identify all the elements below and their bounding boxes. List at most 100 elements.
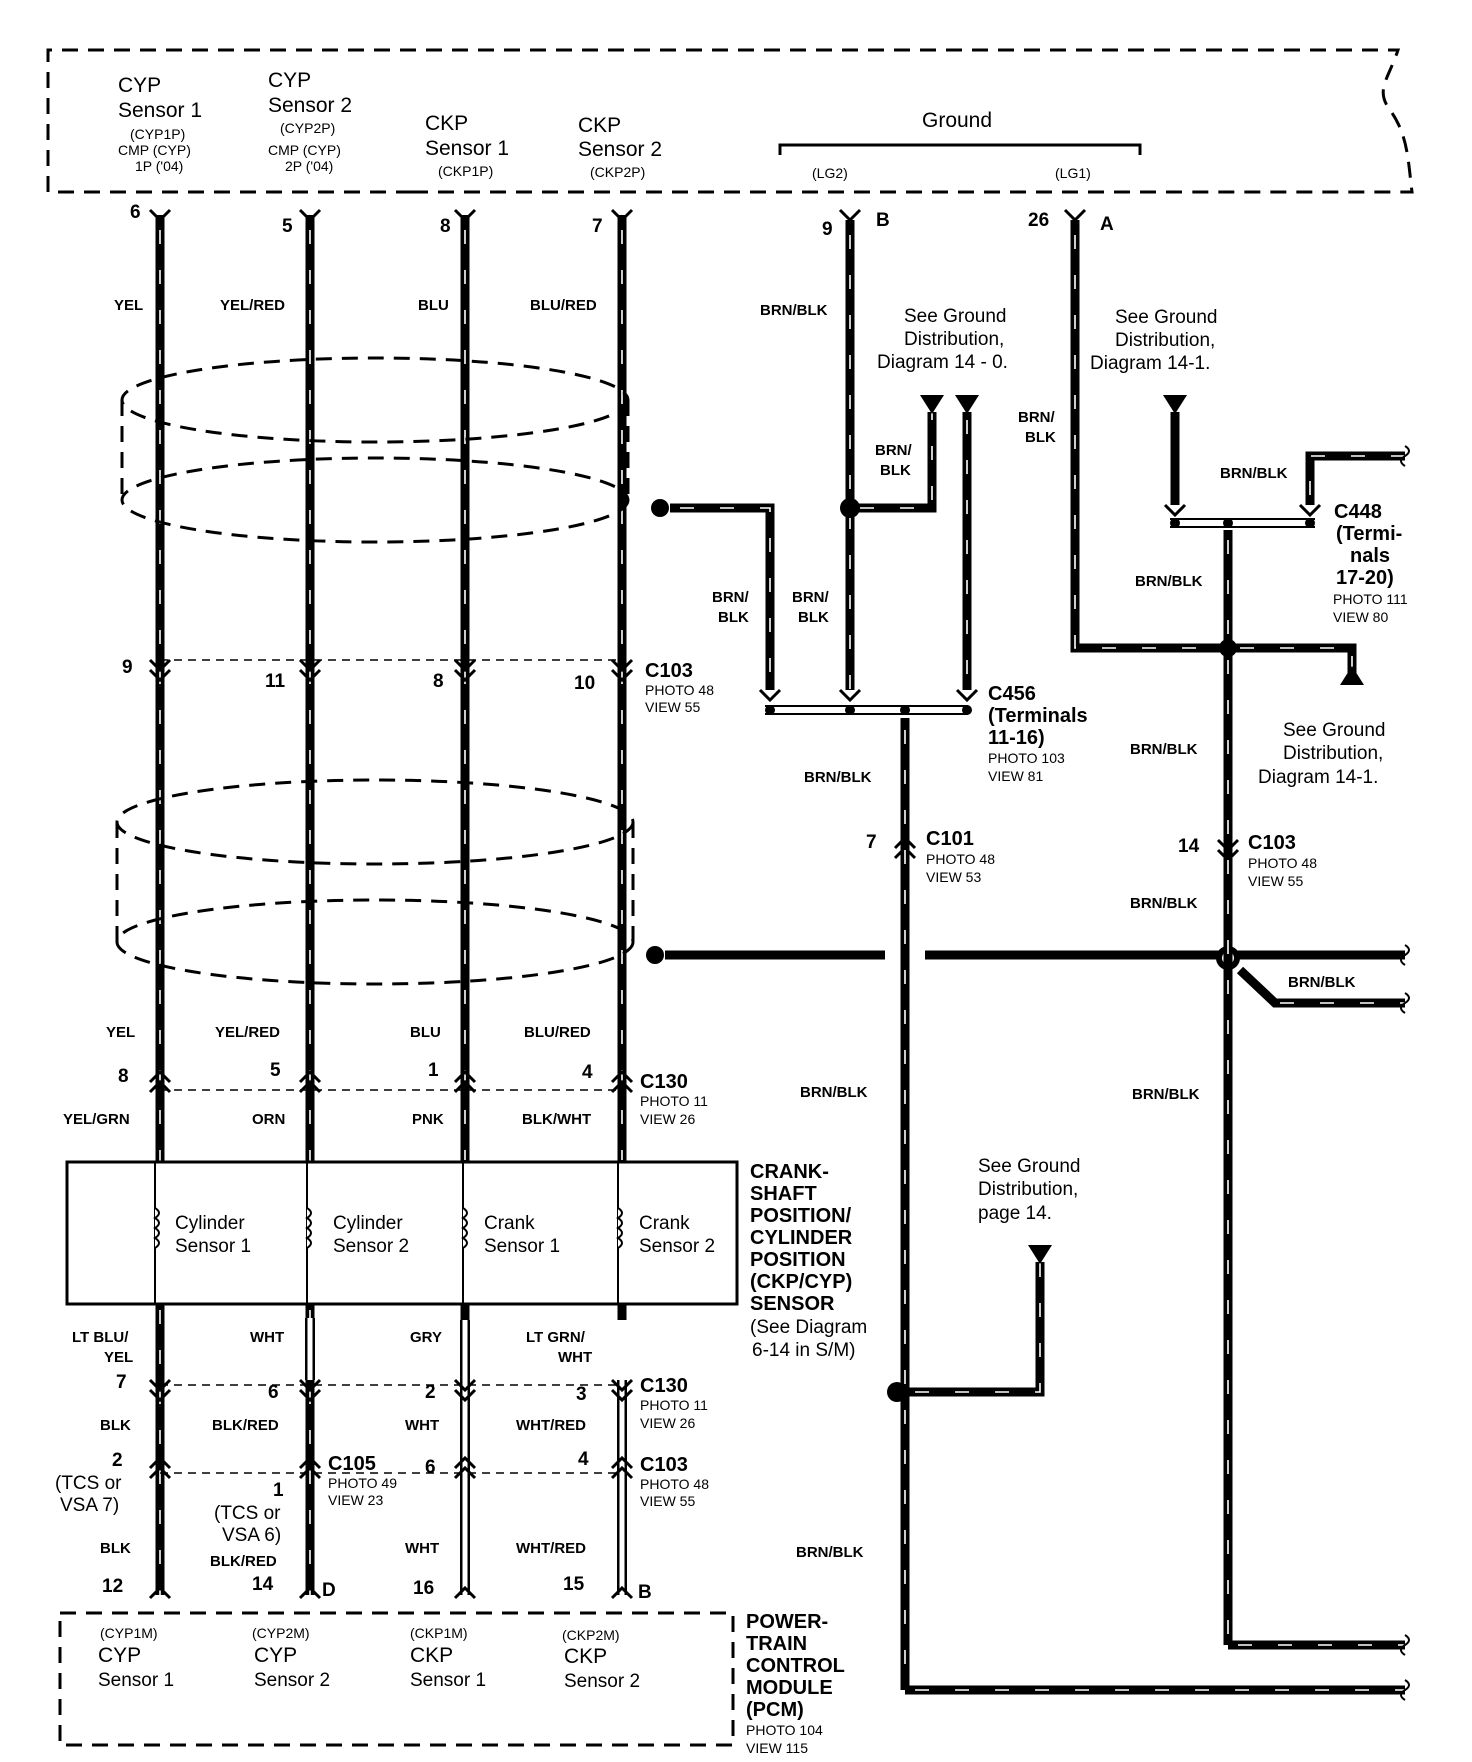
ckp-cyp-sensor: Cylinder Sensor 1 Cylinder Sensor 2 Cran…	[65, 1160, 867, 1361]
svg-text:B: B	[876, 210, 890, 231]
svg-text:BLK/RED: BLK/RED	[210, 1553, 277, 1570]
svg-text:BRN/BLK: BRN/BLK	[760, 302, 828, 319]
svg-text:WHT: WHT	[405, 1417, 439, 1434]
svg-text:PHOTO 11: PHOTO 11	[640, 1093, 708, 1109]
svg-text:8: 8	[440, 216, 451, 237]
svg-text:(CYP2P): (CYP2P)	[280, 120, 335, 136]
svg-text:YEL: YEL	[114, 297, 143, 314]
svg-text:WHT: WHT	[250, 1329, 284, 1346]
svg-text:YEL: YEL	[106, 1024, 135, 1041]
svg-text:8: 8	[118, 1066, 129, 1087]
shield-lower	[115, 778, 664, 986]
svg-text:BRN/: BRN/	[1018, 409, 1055, 426]
connector-c456: C456 (Terminals 11-16) PHOTO 103 VIEW 81	[988, 683, 1088, 784]
svg-text:See Ground: See Ground	[1283, 720, 1385, 741]
svg-text:C130: C130	[640, 1071, 688, 1093]
svg-text:PHOTO 48: PHOTO 48	[1248, 855, 1317, 871]
svg-text:TRAIN: TRAIN	[746, 1633, 807, 1655]
svg-text:MODULE: MODULE	[746, 1677, 833, 1699]
svg-text:15: 15	[563, 1574, 585, 1595]
svg-text:See Ground: See Ground	[1115, 307, 1217, 328]
top-pins: 6 5 8 7 9 B 26 A	[130, 202, 1114, 240]
svg-text:2: 2	[112, 1450, 123, 1471]
svg-text:C103: C103	[640, 1454, 688, 1476]
svg-text:BRN/BLK: BRN/BLK	[1130, 741, 1198, 758]
svg-text:WHT/RED: WHT/RED	[516, 1540, 586, 1557]
svg-text:CMP (CYP): CMP (CYP)	[268, 142, 341, 158]
svg-text:See Ground: See Ground	[904, 306, 1006, 327]
svg-text:11-16): 11-16)	[988, 727, 1045, 749]
svg-text:Ground: Ground	[922, 109, 992, 132]
svg-text:(LG2): (LG2)	[812, 165, 848, 181]
connector-lines	[160, 659, 622, 1474]
svg-text:(CYP2M): (CYP2M)	[252, 1625, 310, 1641]
svg-text:PHOTO 104: PHOTO 104	[746, 1722, 823, 1738]
top-sensor-labels: CYP Sensor 1 (CYP1P) CMP (CYP) 1P ('04) …	[118, 69, 1142, 181]
svg-text:POSITION: POSITION	[750, 1249, 846, 1271]
svg-text:BRN/BLK: BRN/BLK	[1132, 1086, 1200, 1103]
svg-text:14: 14	[252, 1574, 274, 1595]
connector-c103-right: 14 C103 PHOTO 48 VIEW 55	[1178, 832, 1317, 889]
svg-text:(See Diagram: (See Diagram	[750, 1317, 867, 1338]
svg-text:6: 6	[130, 202, 141, 223]
svg-text:POWER-: POWER-	[746, 1611, 828, 1633]
svg-text:Distribution,: Distribution,	[1283, 743, 1383, 764]
svg-text:BLK: BLK	[1025, 429, 1056, 446]
svg-text:VIEW 115: VIEW 115	[746, 1740, 808, 1756]
svg-text:Sensor 1: Sensor 1	[118, 99, 202, 122]
svg-text:See Ground: See Ground	[978, 1156, 1080, 1177]
svg-text:8: 8	[433, 671, 444, 692]
ground-wires	[665, 220, 1410, 1701]
svg-text:(Terminals: (Terminals	[988, 705, 1088, 727]
svg-text:BRN/BLK: BRN/BLK	[800, 1084, 868, 1101]
svg-text:PHOTO 48: PHOTO 48	[645, 682, 714, 698]
svg-text:Sensor 2: Sensor 2	[564, 1671, 640, 1692]
svg-text:17-20): 17-20)	[1336, 567, 1394, 589]
svg-text:WHT: WHT	[558, 1349, 592, 1366]
svg-text:BRN/BLK: BRN/BLK	[1288, 974, 1356, 991]
svg-text:6: 6	[425, 1457, 436, 1478]
svg-text:CMP (CYP): CMP (CYP)	[118, 142, 191, 158]
svg-text:BRN/BLK: BRN/BLK	[1135, 573, 1203, 590]
svg-text:WHT: WHT	[405, 1540, 439, 1557]
svg-text:BLK: BLK	[718, 609, 749, 626]
connector-c105: 1 (TCS or VSA 6) C105 PHOTO 49 VIEW 23	[214, 1453, 397, 1546]
svg-text:26: 26	[1028, 210, 1049, 231]
svg-text:Sensor 2: Sensor 2	[639, 1236, 715, 1257]
svg-text:Sensor 1: Sensor 1	[425, 137, 509, 160]
svg-text:9: 9	[122, 657, 133, 678]
svg-text:Cylinder: Cylinder	[175, 1213, 245, 1234]
svg-text:(CKP2P): (CKP2P)	[590, 164, 645, 180]
svg-text:nals: nals	[1350, 545, 1390, 567]
svg-text:A: A	[1100, 214, 1114, 235]
svg-text:WHT/RED: WHT/RED	[516, 1417, 586, 1434]
svg-text:CKP: CKP	[578, 114, 621, 137]
svg-text:C105: C105	[328, 1453, 376, 1475]
svg-text:BLU: BLU	[418, 297, 449, 314]
svg-text:BLK/RED: BLK/RED	[212, 1417, 279, 1434]
svg-text:PHOTO 111: PHOTO 111	[1333, 591, 1408, 607]
svg-text:Distribution,: Distribution,	[904, 329, 1004, 350]
svg-text:VIEW 26: VIEW 26	[640, 1415, 695, 1431]
connector-c101: 7 C101 PHOTO 48 VIEW 53	[866, 828, 995, 885]
svg-text:BLK: BLK	[880, 462, 911, 479]
svg-text:PHOTO 48: PHOTO 48	[926, 851, 995, 867]
svg-text:CRANK-: CRANK-	[750, 1161, 829, 1183]
svg-text:Distribution,: Distribution,	[1115, 330, 1215, 351]
ground-color-labels: BRN/BLK BRN/ BLK BRN/ BLK BRN/ BLK BRN/ …	[712, 302, 1356, 1561]
sensor-wires	[155, 215, 627, 1595]
svg-text:CYP: CYP	[118, 74, 161, 97]
svg-text:PHOTO 103: PHOTO 103	[988, 750, 1065, 766]
shield-upper	[120, 356, 669, 544]
svg-text:CKP: CKP	[410, 1644, 453, 1667]
chevrons	[148, 208, 1240, 1600]
svg-text:1P ('04): 1P ('04)	[135, 158, 183, 174]
svg-text:(Termi-: (Termi-	[1336, 523, 1402, 545]
svg-text:YEL/GRN: YEL/GRN	[63, 1111, 130, 1128]
svg-text:14: 14	[1178, 836, 1200, 857]
svg-text:C103: C103	[645, 660, 693, 682]
svg-text:2P ('04): 2P ('04)	[285, 158, 333, 174]
svg-text:POSITION/: POSITION/	[750, 1205, 852, 1227]
svg-text:10: 10	[574, 673, 595, 694]
wire-color-labels: YEL YEL/RED BLU BLU/RED YEL YEL/RED BLU …	[63, 297, 597, 1570]
